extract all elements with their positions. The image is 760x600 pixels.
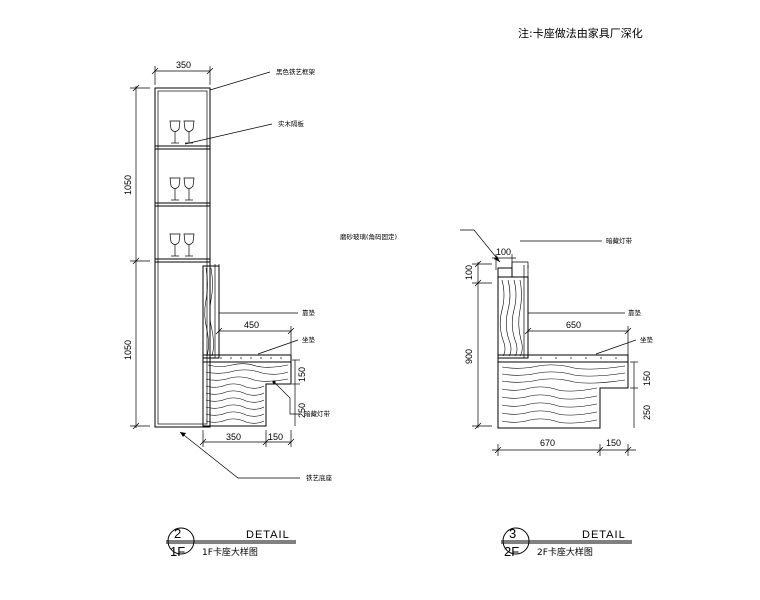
dim-base-w2-label: 150: [268, 432, 283, 442]
dim-2f-top-width-label: 100: [496, 247, 511, 257]
drawing-title-2f: 2F卡座大样图: [537, 546, 593, 558]
dim-seat-h2-label: 250: [297, 403, 307, 418]
dim-2f-seat-depth-label: 650: [566, 320, 581, 330]
badge-number: 2: [174, 526, 181, 541]
dim-2f-seat-heights: 150 250: [630, 361, 652, 428]
wine-glass-icon: [183, 120, 195, 144]
label-shelf: 实木隔板: [278, 119, 305, 128]
label-back-2f: 靠垫: [628, 308, 642, 317]
label-base: 铁艺底座: [306, 473, 333, 482]
dim-2f-seat-depth: 650: [524, 320, 632, 355]
dim-left-height: 1050 1050: [123, 84, 150, 430]
drawing-title-1f: 1F卡座大样图: [202, 546, 258, 558]
dim-seat-depth-label: 450: [244, 320, 259, 330]
dim-2f-base-widths: 670 150: [492, 438, 636, 456]
drawing-note: 注:卡座做法由家具厂深化: [518, 26, 643, 40]
annotations-2f: 暗藏灯带 靠垫 坐垫: [460, 229, 654, 355]
dim-2f-h2-label: 250: [642, 405, 652, 420]
dim-2f-base1-label: 670: [540, 438, 555, 448]
wine-glass-icon: [183, 177, 195, 201]
detail-1f: 350 1050 1050: [123, 60, 397, 559]
dim-lower-height-label: 1050: [123, 340, 133, 360]
label-glass: 磨砂玻璃(角码固定): [340, 232, 397, 241]
dim-2f-base2-label: 150: [606, 438, 621, 448]
wine-glass-icon: [169, 177, 181, 201]
wine-glass-icon: [169, 233, 181, 257]
wood-texture: [499, 279, 626, 424]
dim-2f-top-height-label: 100: [464, 265, 474, 280]
booth-seat-2f: [497, 261, 629, 429]
badge-floor: 2F: [504, 544, 519, 559]
dim-base-widths: 350 150: [199, 430, 295, 447]
wine-glass-icon: [183, 233, 195, 257]
label-light-2f: 暗藏灯带: [606, 236, 633, 245]
detail-word: DETAIL: [582, 529, 626, 541]
dim-seat-heights: 150 250: [292, 359, 307, 426]
booth-seat-1f: [202, 264, 292, 427]
label-seat-1f: 坐垫: [302, 335, 316, 344]
dim-2f-main-height-label: 900: [464, 349, 474, 364]
annotations-1f: 黑色铁艺框架 实木隔板 磨砂玻璃(角码固定) 靠垫 坐垫 暗藏灯带 铁艺底座: [179, 67, 397, 482]
dim-seat-h1-label: 150: [297, 367, 307, 382]
label-seat-2f: 坐垫: [640, 335, 654, 344]
title-block-1f: 2 1F DETAIL 1F卡座大样图: [166, 526, 296, 559]
dim-top-width: 350: [151, 60, 214, 85]
wine-glass-icons: [169, 120, 195, 257]
badge-number: 3: [509, 526, 516, 541]
detail-word: DETAIL: [246, 529, 290, 541]
title-block-2f: 3 2F DETAIL 2F卡座大样图: [501, 526, 632, 559]
badge-floor: 1F: [170, 544, 185, 559]
dim-seat-depth: 450: [215, 320, 295, 355]
label-light-1f: 暗藏灯带: [304, 409, 331, 418]
shelf-cabinet: [154, 87, 211, 428]
label-back-1f: 靠垫: [302, 308, 316, 317]
dim-2f-h1-label: 150: [642, 371, 652, 386]
wood-texture: [204, 267, 289, 424]
dim-2f-heights: 100 900: [464, 260, 492, 430]
detail-2f: 100 900 100 650 150 250: [460, 229, 654, 559]
dim-upper-height-label: 1050: [123, 175, 133, 195]
label-frame: 黑色铁艺框架: [276, 67, 316, 76]
dim-top-width-label: 350: [176, 60, 191, 70]
dim-base-w1-label: 350: [226, 432, 241, 442]
wine-glass-icon: [169, 120, 181, 144]
